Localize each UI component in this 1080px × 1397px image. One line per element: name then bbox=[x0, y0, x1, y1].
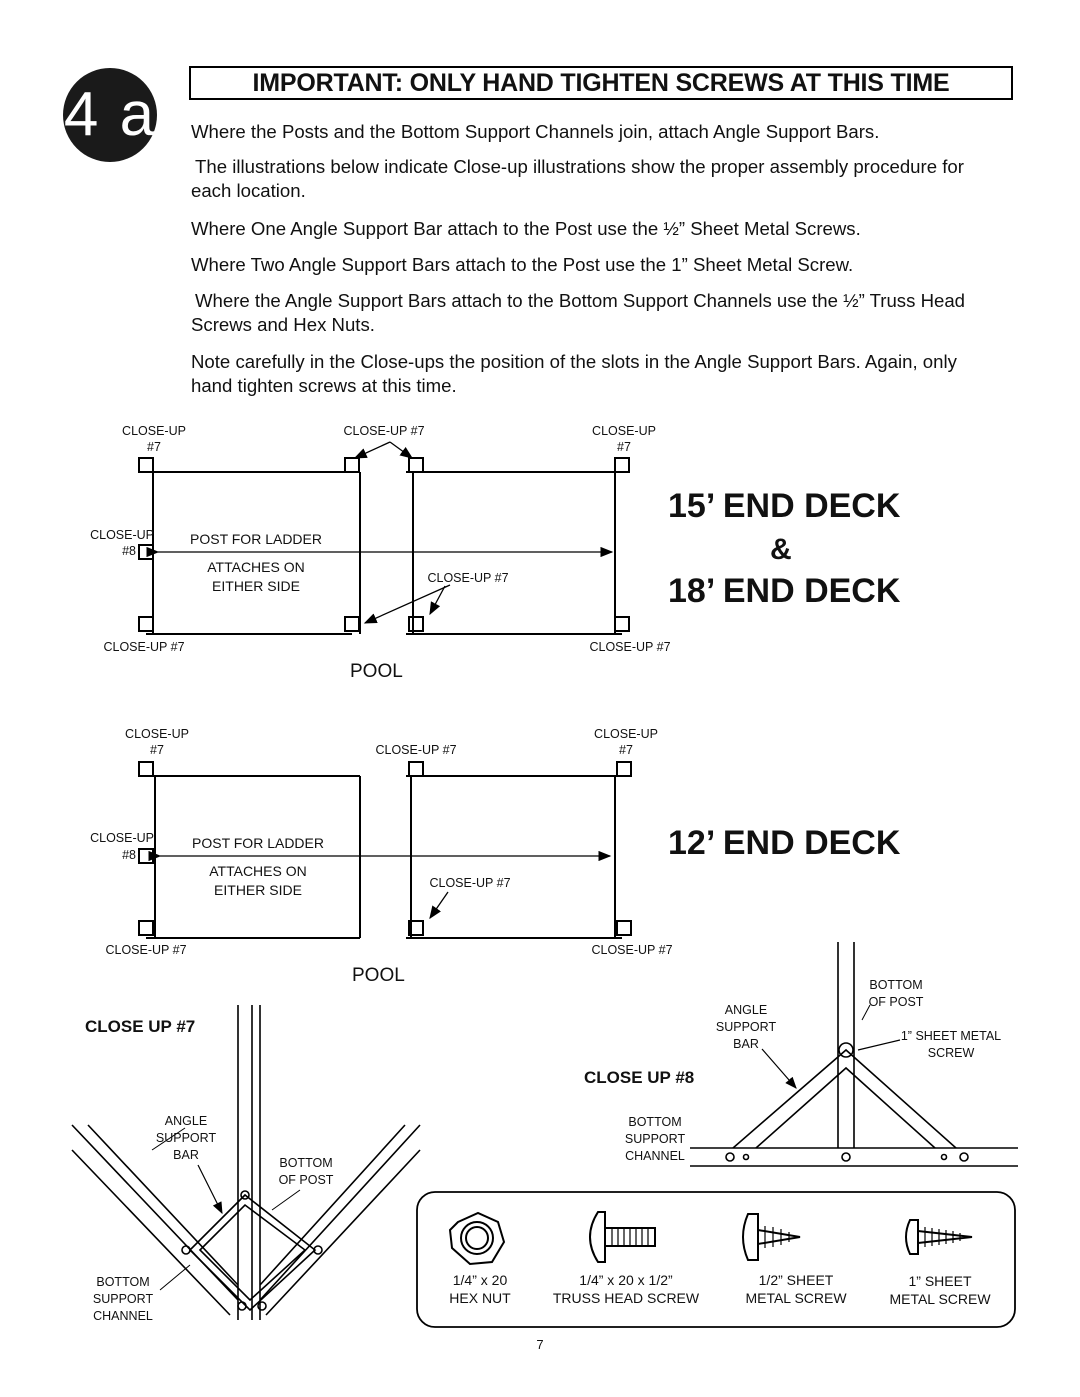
closeup7-drawing bbox=[71, 1005, 421, 1320]
post-square bbox=[614, 457, 630, 473]
pool-label: POOL bbox=[352, 965, 405, 986]
angle-support-bar-label: SUPPORT bbox=[715, 1020, 777, 1034]
deck-title: 12’ END DECK bbox=[668, 824, 901, 862]
post-square bbox=[138, 761, 154, 777]
bottom-of-post-label: BOTTOM bbox=[869, 978, 923, 992]
deck-frame-right bbox=[406, 471, 622, 635]
hardware-size: 1” SHEET bbox=[908, 1273, 972, 1289]
angle-support-bar-label: ANGLE bbox=[164, 1114, 208, 1128]
sheet-metal-screw-label: SCREW bbox=[927, 1046, 975, 1060]
bottom-of-post-label: OF POST bbox=[868, 995, 924, 1009]
hardware-box bbox=[416, 1191, 1016, 1328]
post-square bbox=[616, 920, 632, 936]
closeup8-drawing bbox=[690, 942, 1018, 1167]
closeup-label: CLOSE-UP bbox=[594, 727, 658, 741]
closeup-label: CLOSE-UP #7 bbox=[427, 571, 509, 585]
deck-frame-left bbox=[146, 471, 361, 635]
closeup-label: CLOSE-UP bbox=[90, 831, 154, 845]
instruction-paragraph: Where Two Angle Support Bars attach to t… bbox=[191, 254, 854, 275]
step-badge: 4 a bbox=[63, 68, 157, 162]
closeup-label: #8 bbox=[122, 848, 136, 862]
post-square bbox=[408, 920, 424, 936]
closeup-label: CLOSE-UP bbox=[122, 424, 186, 438]
hardware-name: HEX NUT bbox=[449, 1290, 511, 1306]
deck-frame-right bbox=[406, 775, 622, 939]
angle-support-bar-label: ANGLE bbox=[724, 1003, 768, 1017]
hardware-size: 1/2” SHEET bbox=[758, 1272, 834, 1288]
attaches-label: EITHER SIDE bbox=[212, 578, 300, 594]
post-square bbox=[138, 544, 154, 560]
closeup-label: CLOSE-UP #7 bbox=[375, 743, 457, 757]
instruction-paragraph: Where the Posts and the Bottom Support C… bbox=[191, 121, 880, 142]
closeup-label: CLOSE-UP #7 bbox=[429, 876, 511, 890]
post-square bbox=[344, 616, 360, 632]
post-for-ladder-label: POST FOR LADDER bbox=[192, 835, 324, 851]
post-square bbox=[616, 761, 632, 777]
hex-nut-icon bbox=[448, 1211, 506, 1266]
instruction-paragraph: Where One Angle Support Bar attach to th… bbox=[191, 218, 861, 239]
bottom-support-channel-label: SUPPORT bbox=[92, 1292, 154, 1306]
angle-support-bar-label: BAR bbox=[733, 1037, 759, 1051]
instruction-paragraph: Where the Angle Support Bars attach to t… bbox=[191, 290, 966, 335]
deck-frame-left bbox=[146, 775, 361, 939]
bottom-support-channel-label: BOTTOM bbox=[628, 1115, 682, 1129]
closeup-label: CLOSE-UP #7 bbox=[343, 424, 425, 438]
closeup-label: CLOSE-UP bbox=[90, 528, 154, 542]
closeup-label: CLOSE-UP bbox=[125, 727, 189, 741]
closeup-label: #7 bbox=[617, 440, 631, 454]
closeup-label: #7 bbox=[619, 743, 633, 757]
hardware-name: TRUSS HEAD SCREW bbox=[552, 1290, 700, 1306]
instruction-paragraph: The illustrations below indicate Close-u… bbox=[191, 156, 964, 201]
post-square bbox=[614, 616, 630, 632]
post-square bbox=[408, 457, 424, 473]
hardware-size: 1/4” x 20 bbox=[452, 1272, 508, 1288]
closeup-label: #7 bbox=[147, 440, 161, 454]
deck-title: 18’ END DECK bbox=[668, 572, 901, 610]
angle-support-bar-label: SUPPORT bbox=[155, 1131, 217, 1145]
post-square bbox=[138, 616, 154, 632]
bottom-support-channel-label: SUPPORT bbox=[624, 1132, 686, 1146]
bottom-of-post-label: BOTTOM bbox=[279, 1156, 333, 1170]
bottom-support-channel-label: CHANNEL bbox=[625, 1149, 685, 1163]
closeup-label: CLOSE-UP #7 bbox=[103, 640, 185, 654]
post-square bbox=[408, 616, 424, 632]
bottom-support-channel-label: BOTTOM bbox=[96, 1275, 150, 1289]
closeup-label: #8 bbox=[122, 544, 136, 558]
post-square bbox=[138, 920, 154, 936]
deck-title: 15’ END DECK bbox=[668, 487, 901, 525]
deck-title-ampersand: & bbox=[770, 533, 792, 566]
truss-head-screw-icon bbox=[589, 1211, 656, 1263]
attaches-label: EITHER SIDE bbox=[214, 882, 302, 898]
hardware-size: 1/4” x 20 x 1/2” bbox=[579, 1272, 673, 1288]
one-inch-sheet-metal-screw-icon bbox=[905, 1219, 973, 1255]
closeup-label: CLOSE-UP #7 bbox=[105, 943, 187, 957]
hardware-name: METAL SCREW bbox=[745, 1290, 847, 1306]
closeup7-title: CLOSE UP #7 bbox=[85, 1017, 196, 1036]
warning-banner: IMPORTANT: ONLY HAND TIGHTEN SCREWS AT T… bbox=[189, 66, 1013, 100]
sheet-metal-screw-label: 1” SHEET METAL bbox=[900, 1029, 1002, 1043]
attaches-label: ATTACHES ON bbox=[207, 559, 305, 575]
hardware-name: METAL SCREW bbox=[889, 1291, 991, 1307]
post-square bbox=[408, 761, 424, 777]
closeup8-title: CLOSE UP #8 bbox=[584, 1068, 695, 1087]
instruction-paragraph: Note carefully in the Close-ups the posi… bbox=[191, 351, 957, 396]
post-square bbox=[138, 848, 154, 864]
post-square bbox=[344, 457, 360, 473]
angle-support-bar-label: BAR bbox=[173, 1148, 199, 1162]
bottom-support-channel-label: CHANNEL bbox=[93, 1309, 153, 1323]
closeup-label: CLOSE-UP #7 bbox=[589, 640, 671, 654]
closeup-label: CLOSE-UP bbox=[592, 424, 656, 438]
page-number: 7 bbox=[536, 1337, 544, 1352]
closeup-label: #7 bbox=[150, 743, 164, 757]
closeup-label: CLOSE-UP #7 bbox=[591, 943, 673, 957]
attaches-label: ATTACHES ON bbox=[209, 863, 307, 879]
bottom-of-post-label: OF POST bbox=[278, 1173, 334, 1187]
post-square bbox=[138, 457, 154, 473]
pool-label: POOL bbox=[350, 661, 403, 682]
half-inch-sheet-metal-screw-icon bbox=[742, 1213, 801, 1261]
post-for-ladder-label: POST FOR LADDER bbox=[190, 531, 322, 547]
